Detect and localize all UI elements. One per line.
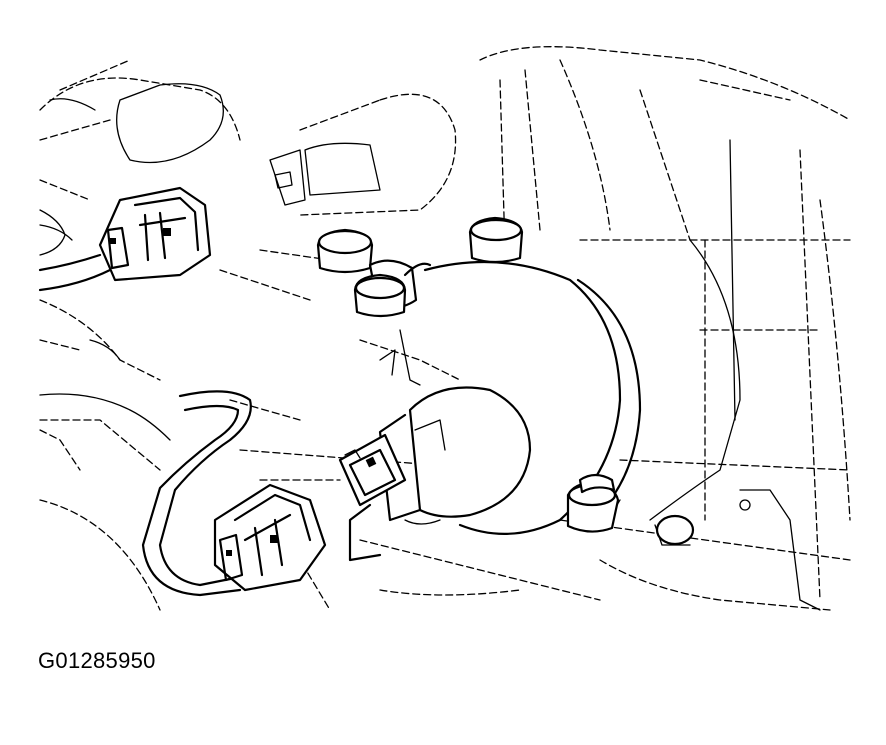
lower-harness-wire: [141, 390, 252, 597]
lower-left-housing: [39, 339, 171, 471]
upper-left-housing: [39, 59, 241, 256]
figure-id-label: G01285950: [38, 648, 156, 673]
sensor-connector: [338, 433, 407, 507]
lower-harness-connector: [213, 483, 327, 592]
upper-harness-wires: [38, 224, 112, 292]
bolt-lower-cover: [566, 473, 620, 533]
upper-cylinder: [269, 93, 457, 216]
bolt-upper-right: [468, 216, 524, 264]
engine-block-outline: [39, 46, 851, 611]
bolt-right-small: [654, 514, 695, 546]
bolt-center: [353, 259, 418, 318]
upper-harness-connector: [98, 186, 212, 282]
engine-sensor-diagram: [38, 46, 851, 611]
bolt-upper-left: [316, 228, 374, 274]
